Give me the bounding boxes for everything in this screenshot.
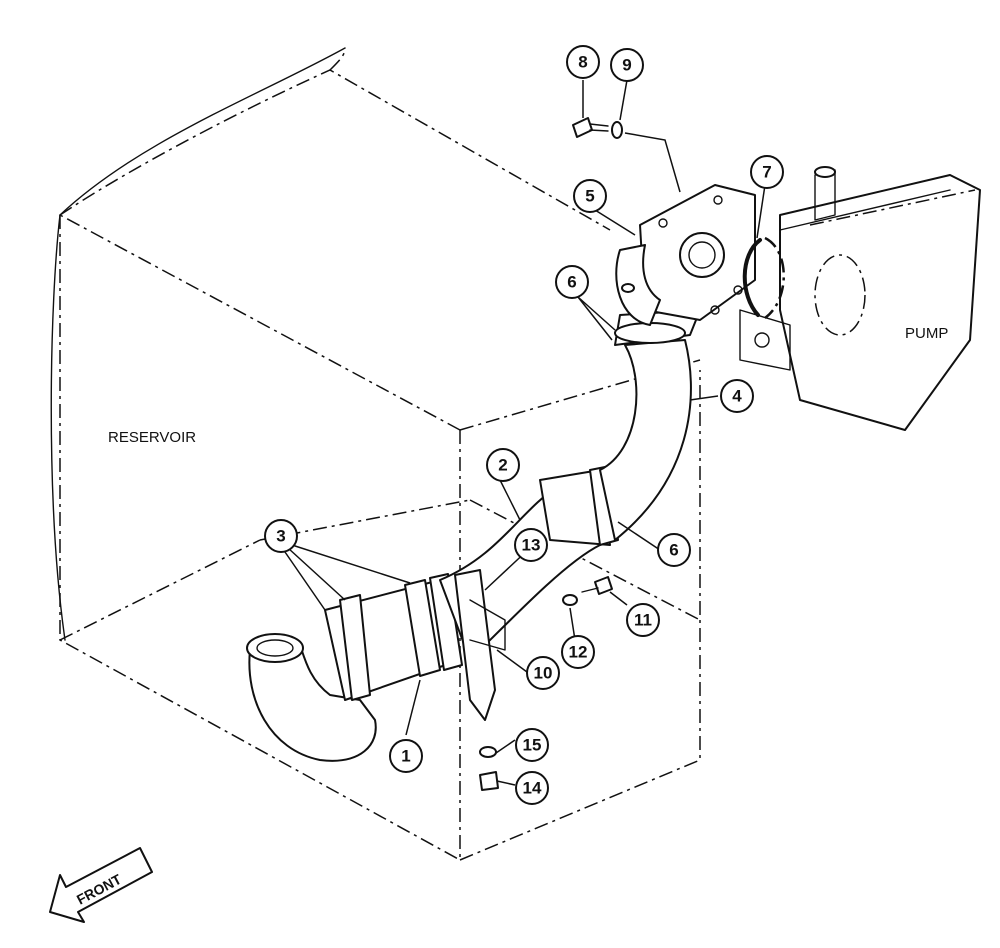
callout-6-bottom: 6: [657, 533, 691, 567]
callout-3: 3: [264, 519, 298, 553]
svg-text:4: 4: [732, 387, 742, 406]
svg-text:3: 3: [276, 527, 285, 546]
callout-2: 2: [486, 448, 520, 482]
svg-text:13: 13: [522, 536, 541, 555]
svg-text:5: 5: [585, 187, 594, 206]
callout-8: 8: [566, 45, 600, 79]
callout-12: 12: [561, 635, 595, 669]
callout-11: 11: [626, 603, 660, 637]
callout-5: 5: [573, 179, 607, 213]
svg-text:12: 12: [569, 643, 588, 662]
svg-text:6: 6: [567, 273, 576, 292]
pipe-assembly: [246, 117, 785, 791]
callout-7: 7: [750, 155, 784, 189]
svg-text:8: 8: [578, 53, 587, 72]
svg-text:14: 14: [523, 779, 542, 798]
callout-9: 9: [610, 48, 644, 82]
svg-text:7: 7: [762, 163, 771, 182]
callout-15: 15: [515, 728, 549, 762]
callout-13: 13: [514, 528, 548, 562]
svg-text:10: 10: [534, 664, 553, 683]
svg-text:6: 6: [669, 541, 678, 560]
svg-text:15: 15: [523, 736, 542, 755]
svg-text:1: 1: [401, 747, 410, 766]
callouts: 1 2 3 4 5 6 6 7 8 9 10 11 12 13 14 15: [264, 45, 784, 805]
svg-text:9: 9: [622, 56, 631, 75]
pump-body: PUMP: [739, 166, 981, 431]
pump-label: PUMP: [905, 325, 948, 342]
callout-14: 14: [515, 771, 549, 805]
callout-4: 4: [720, 379, 754, 413]
callout-6-top: 6: [555, 265, 589, 299]
svg-text:2: 2: [498, 456, 507, 475]
reservoir-tank: RESERVOIR: [50, 47, 701, 861]
svg-text:11: 11: [634, 611, 652, 630]
callout-1: 1: [389, 739, 423, 773]
front-arrow: FRONT: [49, 847, 153, 923]
reservoir-label: RESERVOIR: [108, 429, 196, 446]
callout-10: 10: [526, 656, 560, 690]
